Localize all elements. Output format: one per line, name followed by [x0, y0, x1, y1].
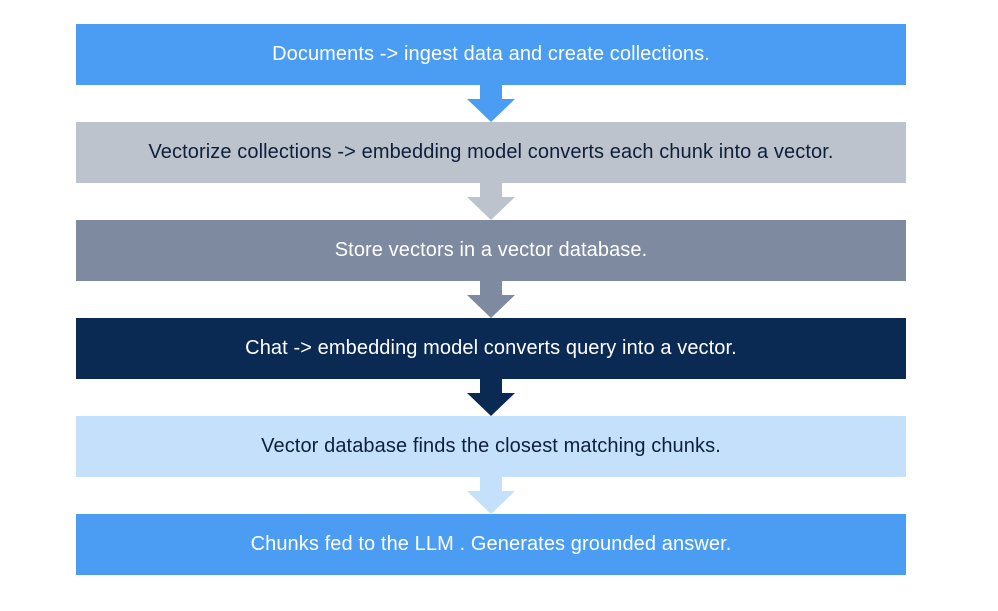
step-chat: Chat -> embedding model converts query i…: [76, 318, 906, 379]
arrow-down-icon: [467, 281, 515, 318]
arrow-down-icon: [467, 379, 515, 416]
step-vectorize: Vectorize collections -> embedding model…: [76, 122, 906, 183]
step-answer: Chunks fed to the LLM . Generates ground…: [76, 514, 906, 575]
step-label: Chunks fed to the LLM . Generates ground…: [250, 533, 732, 555]
arrow-down-icon: [467, 85, 515, 122]
arrow-down-icon: [467, 183, 515, 220]
step-store: Store vectors in a vector database.: [76, 220, 906, 281]
connector: [76, 85, 906, 122]
arrow-down-icon: [467, 477, 515, 514]
flow-diagram: Documents -> ingest data and create coll…: [76, 24, 906, 575]
step-label: Chat -> embedding model converts query i…: [245, 337, 737, 359]
connector: [76, 281, 906, 318]
step-label: Documents -> ingest data and create coll…: [272, 43, 710, 65]
connector: [76, 183, 906, 220]
step-search: Vector database finds the closest matchi…: [76, 416, 906, 477]
step-documents: Documents -> ingest data and create coll…: [76, 24, 906, 85]
connector: [76, 477, 906, 514]
step-label: Vectorize collections -> embedding model…: [148, 141, 834, 163]
step-label: Store vectors in a vector database.: [334, 239, 648, 261]
step-label: Vector database finds the closest matchi…: [261, 435, 721, 457]
connector: [76, 379, 906, 416]
